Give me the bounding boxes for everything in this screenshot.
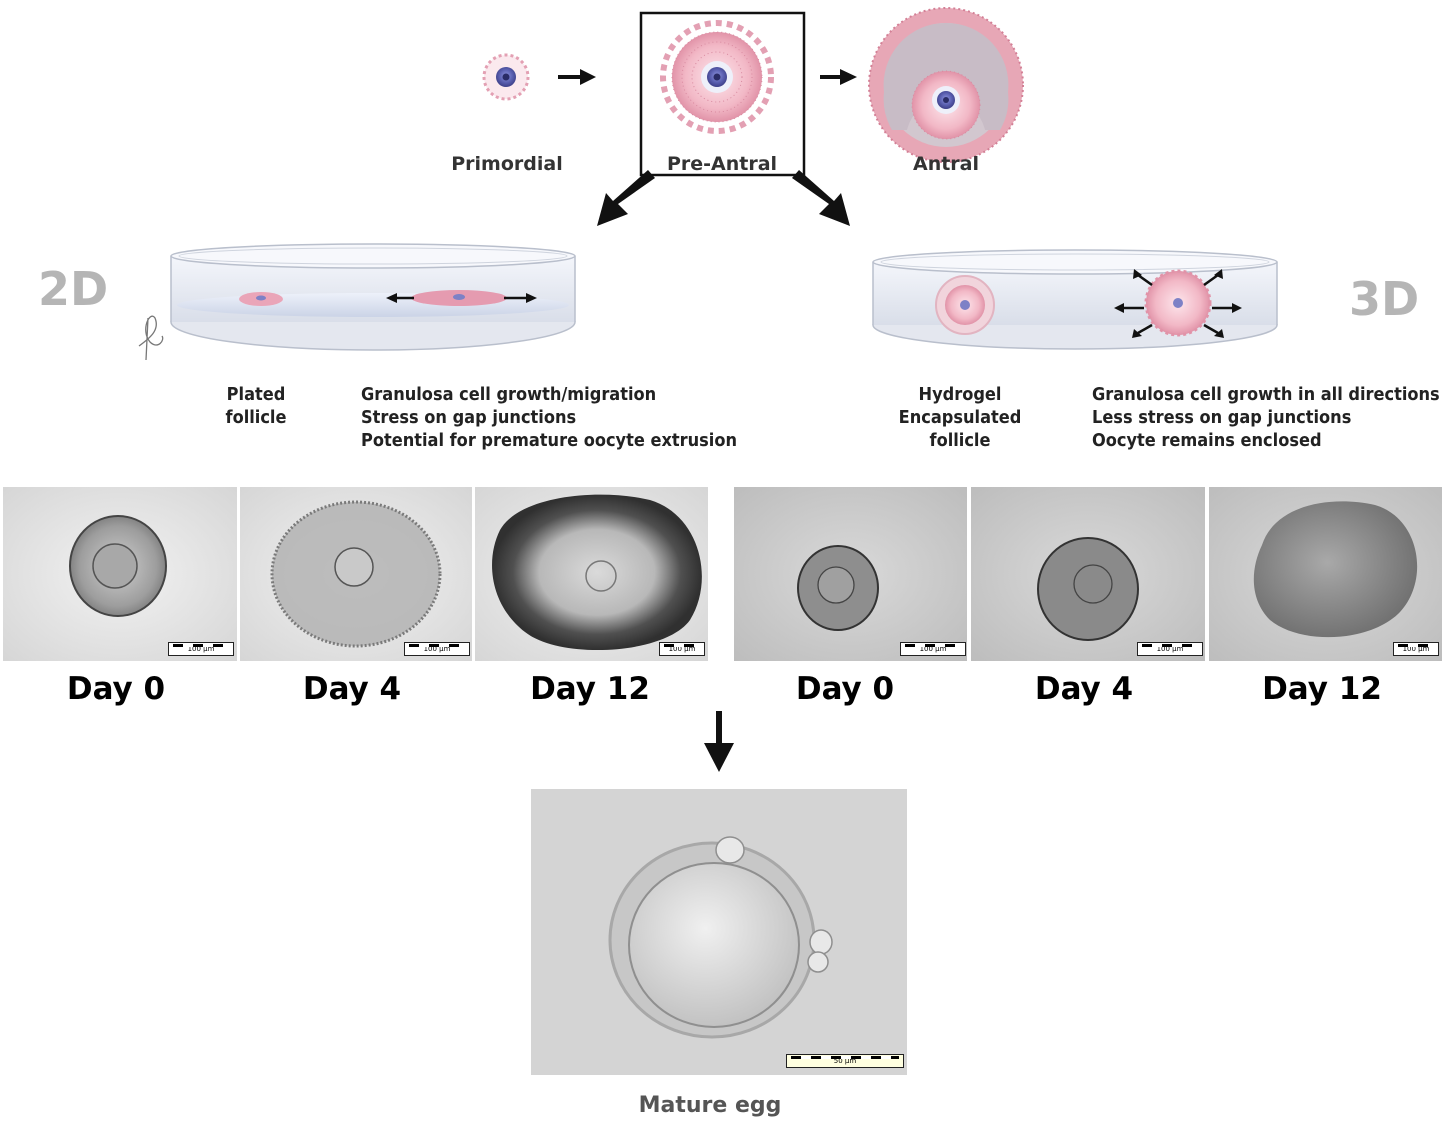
caption-3d-effects: Granulosa cell growth in all directions … — [1092, 384, 1440, 451]
label-mature-egg: Mature egg — [638, 1093, 782, 1118]
arrow-to-2d — [597, 170, 655, 226]
arrow-to-3d — [792, 170, 850, 226]
scale-bar-3d-day0: 100 μm — [900, 642, 966, 656]
day-label-2d-12: Day 12 — [530, 671, 650, 707]
micrograph-3d-day4 — [971, 487, 1205, 661]
artist-signature — [138, 315, 164, 361]
micrograph-2d-day4 — [240, 487, 472, 661]
mature-egg-micrograph — [531, 789, 907, 1075]
caption-2d-effects: Granulosa cell growth/migration Stress o… — [361, 384, 737, 451]
antral-follicle — [868, 7, 1024, 163]
micrograph-2d-day12 — [475, 487, 708, 661]
scale-bar-3d-day12: 100 μm — [1393, 642, 1439, 656]
micrograph-2d-day0 — [3, 487, 237, 661]
micrograph-3d-day12 — [1209, 487, 1442, 661]
preantral-follicle — [660, 20, 774, 134]
label-2d: 2D — [38, 262, 109, 316]
scale-bar-2d-day12: 100 μm — [659, 642, 705, 656]
scale-bar-3d-day4: 100 μm — [1137, 642, 1203, 656]
caption-hydrogel-follicle: Hydrogel Encapsulated follicle — [898, 384, 1022, 451]
day-label-3d-12: Day 12 — [1262, 671, 1382, 707]
scale-bar-2d-day0: 100 μm — [168, 642, 234, 656]
label-3d: 3D — [1349, 272, 1420, 326]
label-primordial: Primordial — [451, 153, 563, 175]
micrograph-3d-day0 — [734, 487, 967, 661]
primordial-follicle — [482, 53, 530, 101]
day-label-2d-4: Day 4 — [302, 671, 402, 707]
day-label-3d-4: Day 4 — [1034, 671, 1134, 707]
caption-plated-follicle: Plated follicle — [225, 384, 287, 428]
petri-dish-3d — [872, 249, 1278, 350]
arrow-to-mature-egg — [704, 711, 734, 772]
arrow-preantral-to-antral — [820, 69, 857, 85]
day-label-2d-0: Day 0 — [66, 671, 166, 707]
label-antral: Antral — [912, 153, 980, 175]
day-label-3d-0: Day 0 — [795, 671, 895, 707]
label-preantral: Pre-Antral — [666, 153, 778, 175]
preantral-highlight-box — [639, 11, 806, 177]
scale-bar-mature-egg: 50 μm — [786, 1054, 904, 1068]
petri-dish-2d — [170, 243, 576, 351]
scale-bar-2d-day4: 100 μm — [404, 642, 470, 656]
arrow-primordial-to-preantral — [558, 69, 596, 85]
